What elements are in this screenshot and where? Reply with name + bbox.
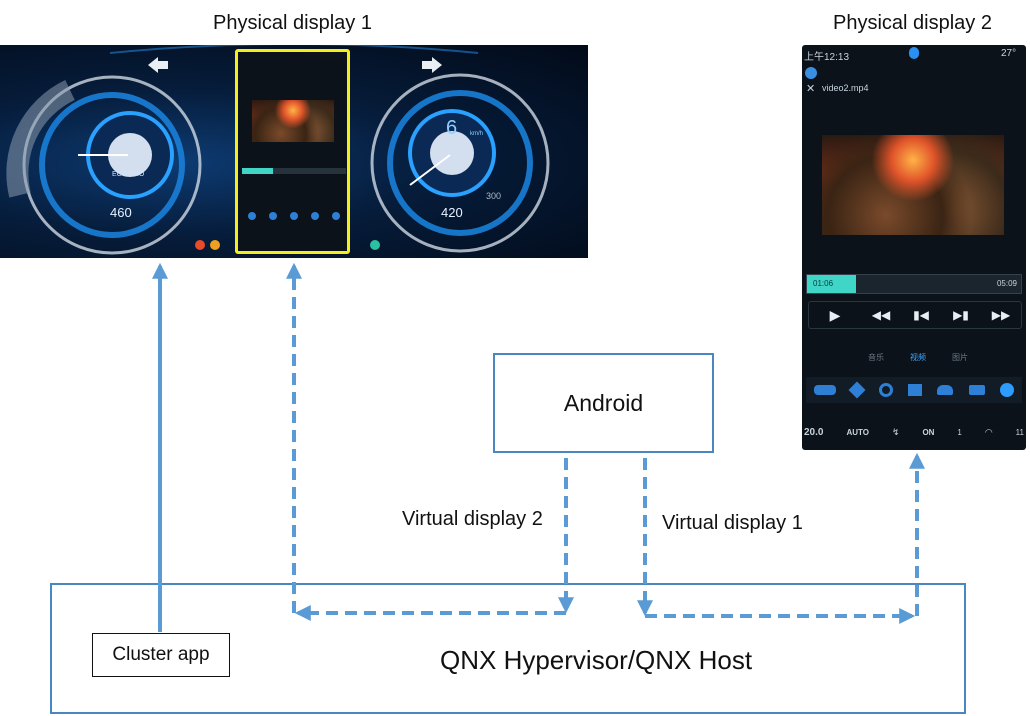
left-gauge: [6, 75, 202, 255]
tab-music[interactable]: 音乐: [868, 353, 884, 362]
app-dock: [806, 377, 1022, 403]
physical-display-2: 上午12:13 27° ✕ video2.mp4 01:06 05:09 ▶ ◀…: [802, 45, 1026, 450]
tab-video[interactable]: 视频: [910, 353, 926, 362]
physical-display-1: 460 ECO PRO 420 6 km/h 300: [0, 43, 588, 258]
car-icon[interactable]: [813, 385, 836, 395]
progress-fill: [807, 275, 857, 293]
climate-temperature[interactable]: 20.0: [804, 427, 824, 438]
left-gauge-value: 460: [110, 205, 132, 220]
left-arrow-icon: [148, 57, 168, 73]
embedded-progress-track: [242, 168, 346, 174]
tab-pictures[interactable]: 图片: [952, 353, 968, 362]
seat-icon[interactable]: ↯: [891, 427, 900, 437]
next-button[interactable]: ▶▮: [953, 308, 969, 322]
qnx-host-label: QNX Hypervisor/QNX Host: [440, 645, 753, 675]
embedded-android-screen: [235, 49, 350, 254]
previous-button[interactable]: ▮◀: [913, 308, 929, 322]
virtual-display-1-label: Virtual display 1: [662, 512, 803, 534]
microphone-icon[interactable]: [909, 47, 919, 59]
fan-level[interactable]: 1: [957, 428, 962, 437]
cluster-app-box: Cluster app: [92, 633, 230, 677]
playback-controls: ▶ ◀◀ ▮◀ ▶▮ ▶▶: [808, 301, 1022, 329]
play-button[interactable]: ▶: [829, 306, 841, 323]
radio-icon[interactable]: [968, 385, 985, 395]
status-temperature: 27°: [1001, 48, 1017, 59]
time-total: 05:09: [996, 279, 1017, 288]
climate-auto[interactable]: AUTO: [846, 428, 869, 437]
climate-ac[interactable]: ON: [922, 428, 935, 437]
embedded-video-thumbnail: [252, 100, 334, 142]
right-gauge: [370, 73, 550, 253]
right-gauge-value: 420: [441, 205, 463, 220]
status-time: 上午12:13: [804, 52, 850, 63]
right-arrow-icon: [422, 57, 442, 73]
fast-forward-button[interactable]: ▶▶: [991, 308, 1011, 322]
virtual-display-2-label: Virtual display 2: [402, 508, 543, 530]
volume-level[interactable]: 11: [1015, 428, 1024, 437]
embedded-app-icons: [242, 212, 346, 224]
right-gauge-speed: 6: [446, 117, 458, 139]
progress-bar[interactable]: 01:06 05:09: [806, 274, 1022, 294]
climate-bar: 20.0 AUTO ↯ ON 1 ◠ 11: [804, 427, 1024, 438]
physical-display-2-title: Physical display 2: [833, 12, 992, 34]
rewind-button[interactable]: ◀◀: [871, 308, 891, 322]
defrost-icon[interactable]: ◠: [984, 427, 993, 437]
time-elapsed: 01:06: [813, 279, 834, 288]
qnx-host-box: QNX Hypervisor/QNX Host: [50, 583, 966, 714]
android-label: Android: [563, 389, 644, 416]
close-icon[interactable]: ✕: [806, 83, 816, 95]
cluster-gauges: [6, 43, 550, 255]
cluster-app-label: Cluster app: [112, 644, 210, 665]
right-gauge-max: 300: [486, 191, 502, 201]
avatar[interactable]: [805, 67, 817, 79]
dashboard-icon[interactable]: [878, 383, 893, 397]
android-box: Android: [493, 353, 714, 453]
media-tabs: 音乐 视频 图片: [868, 352, 968, 363]
physical-display-1-title: Physical display 1: [213, 12, 372, 34]
right-gauge-unit: km/h: [470, 131, 484, 137]
home-icon[interactable]: [907, 384, 922, 396]
left-gauge-mode: ECO PRO: [112, 171, 145, 178]
video-file-name: video2.mp4: [822, 83, 869, 93]
settings-icon[interactable]: [1000, 383, 1015, 397]
video-thumbnail[interactable]: [822, 135, 1004, 235]
phone-icon[interactable]: [937, 385, 954, 395]
